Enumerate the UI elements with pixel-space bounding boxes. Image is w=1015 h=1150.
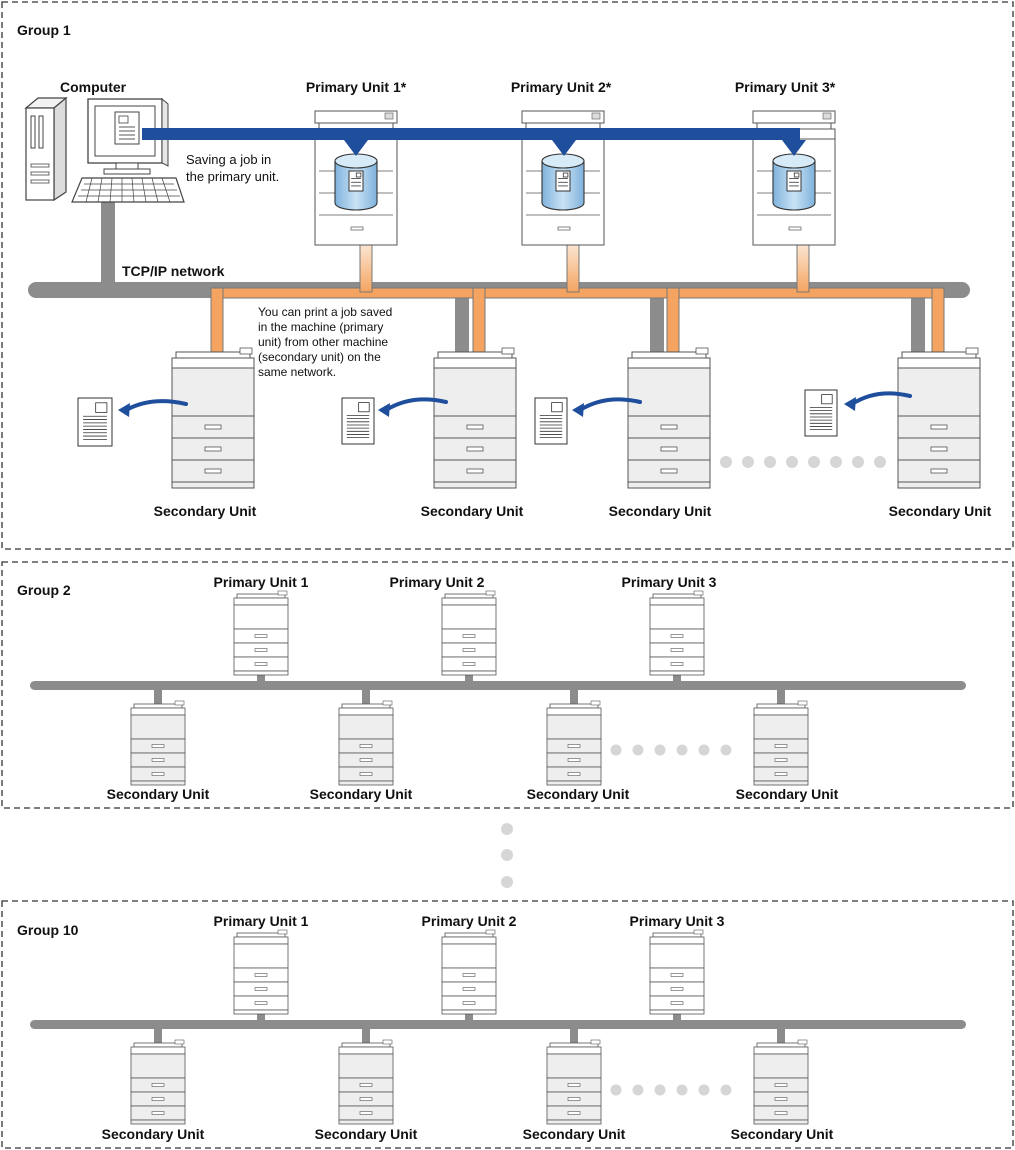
g1-primary-unit-1 [314,110,398,246]
g10-secondary-unit-3 [546,1039,602,1125]
print-note-line-2: in the machine (primary [258,320,383,334]
job-save-arrow [142,128,806,156]
g1-secondary-label-4: Secondary Unit [889,503,992,519]
g1-secondary-label-1: Secondary Unit [154,503,257,519]
group-10-title: Group 10 [17,922,79,938]
g10-primary-unit-3 [649,929,705,1015]
g1-output-arrow-1 [118,399,188,417]
g10-secondary-unit-4 [753,1039,809,1125]
g1-primary-label-1: Primary Unit 1* [306,79,407,95]
g1-primary-unit-2-storage-icon [541,153,585,211]
g1-secondary-label-3: Secondary Unit [609,503,712,519]
g10-secondary-label-3: Secondary Unit [523,1126,626,1142]
g2-secondary-label-3: Secondary Unit [527,786,630,802]
g1-primary-unit-1-job-icon [348,170,364,192]
computer [24,96,185,203]
computer-label: Computer [60,79,127,95]
g1-ellipsis [720,456,886,468]
g2-secondary-unit-3 [546,700,602,786]
group-2-title: Group 2 [17,582,71,598]
g2-primary-label-2: Primary Unit 2 [390,574,485,590]
group-2-frame [1,561,1014,809]
group-1-frame [1,1,1014,550]
g10-ellipsis [610,1084,732,1096]
g10-secondary-label-2: Secondary Unit [315,1126,418,1142]
g1-primary-unit-3-storage-icon [772,153,816,211]
g10-secondary-unit-2 [338,1039,394,1125]
save-note-line-2: the primary unit. [186,169,279,184]
g2-primary-label-1: Primary Unit 1 [214,574,309,590]
g1-secondary-unit-2 [433,347,517,489]
g10-secondary-label-1: Secondary Unit [102,1126,205,1142]
g1-output-arrow-3 [572,397,642,417]
g2-primary-unit-3 [649,590,705,676]
g1-primary-label-2: Primary Unit 2* [511,79,612,95]
g10-primary-unit-1 [233,929,289,1015]
g1-secondary-unit-4 [897,347,981,489]
g2-secondary-label-2: Secondary Unit [310,786,413,802]
groups-ellipsis [501,823,513,888]
print-note-line-5: same network. [258,365,336,379]
g1-printed-page-3 [534,397,568,445]
g1-secondary-unit-3 [627,347,711,489]
save-note-line-1: Saving a job in [186,152,271,167]
g2-primary-unit-1 [233,590,289,676]
g10-primary-unit-2 [441,929,497,1015]
g10-primary-label-1: Primary Unit 1 [214,913,309,929]
g1-primary-unit-1-storage-icon [334,153,378,211]
group-10-frame [1,900,1014,1149]
g1-primary-unit-2 [521,110,605,246]
g1-output-arrow-2 [378,397,448,417]
print-note-line-3: unit) from other machine [258,335,388,349]
g2-secondary-label-4: Secondary Unit [736,786,839,802]
g2-ellipsis [610,744,732,756]
group-10-network [30,1020,966,1029]
print-note-line-4: (secondary unit) on the [258,350,381,364]
group-1-title: Group 1 [17,22,71,38]
g1-printed-page-1 [77,397,113,447]
g2-primary-unit-2 [441,590,497,676]
g1-primary-label-3: Primary Unit 3* [735,79,836,95]
g2-primary-label-3: Primary Unit 3 [622,574,717,590]
g1-primary-unit-2-job-icon [555,170,571,192]
print-note-line-1: You can print a job saved [258,305,392,319]
g1-secondary-unit-1 [171,347,255,489]
g10-secondary-label-4: Secondary Unit [731,1126,834,1142]
g2-secondary-unit-2 [338,700,394,786]
network-label: TCP/IP network [122,263,225,279]
g2-secondary-unit-1 [130,700,186,786]
g1-primary-unit-3-job-icon [786,170,802,192]
group-2-network [30,681,966,690]
g10-primary-label-3: Primary Unit 3 [630,913,725,929]
g1-secondary-label-2: Secondary Unit [421,503,524,519]
g2-secondary-label-1: Secondary Unit [107,786,210,802]
g1-output-arrow-4 [844,391,912,411]
g1-printed-page-4 [804,389,838,437]
g10-primary-label-2: Primary Unit 2 [422,913,517,929]
g10-secondary-unit-1 [130,1039,186,1125]
g2-secondary-unit-4 [753,700,809,786]
g1-printed-page-2 [341,397,375,445]
